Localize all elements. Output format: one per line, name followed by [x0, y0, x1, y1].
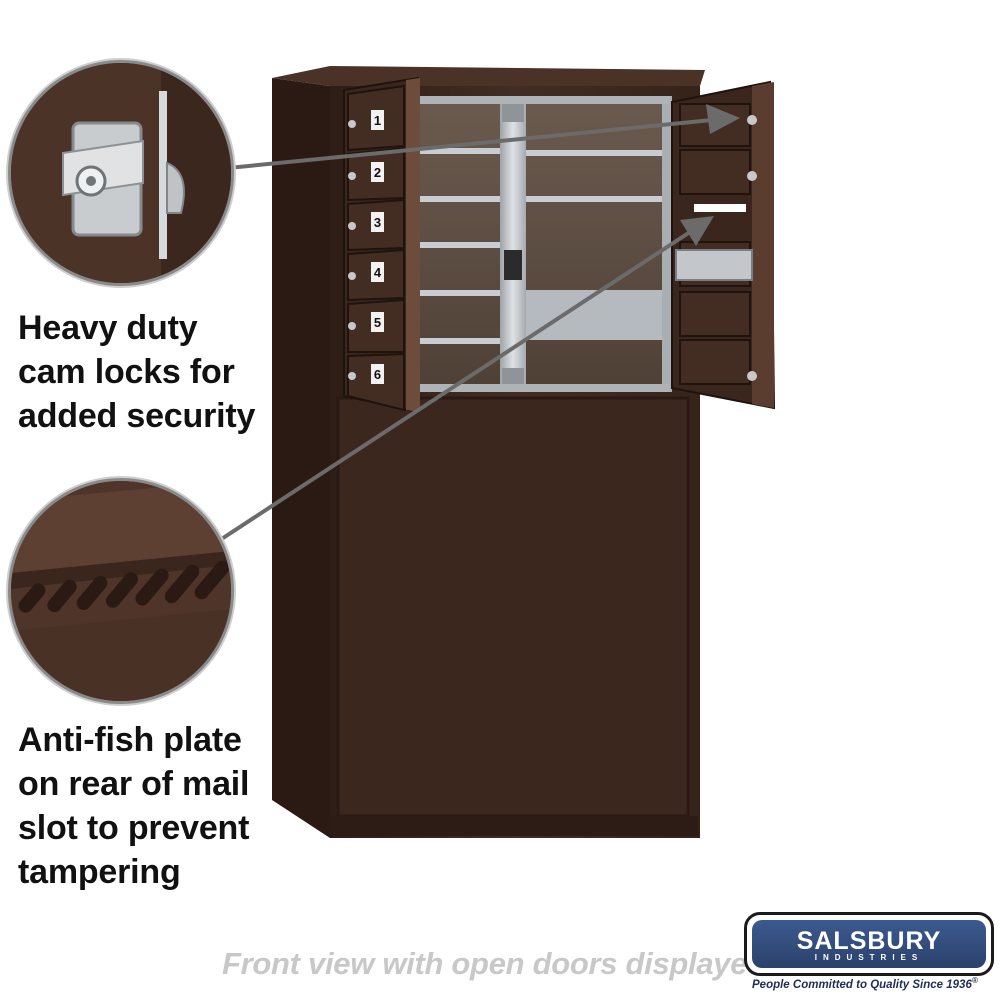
- logo-wordmark: SALSBURY: [796, 927, 942, 955]
- door-number-3: 3: [374, 215, 381, 230]
- cam-lock-callout: Heavy duty cam locks for added security: [18, 306, 258, 438]
- anti-fish-plate: [675, 249, 753, 281]
- anti-fish-callout: Anti-fish plate on rear of mail slot to …: [18, 718, 258, 894]
- door-number-4: 4: [374, 265, 382, 280]
- callout-line: cam locks for: [18, 353, 235, 391]
- salsbury-logo: SALSBURY INDUSTRIES: [744, 912, 994, 976]
- cam-lock-latch: [159, 91, 167, 259]
- door-number-6: 6: [374, 367, 381, 382]
- mail-slot-opening: [694, 204, 746, 212]
- mail-slot-plate: [526, 290, 662, 340]
- door-number-5: 5: [374, 315, 381, 330]
- tenant-doors: [347, 84, 405, 412]
- cabinet-side: [272, 78, 330, 838]
- door-number-1: 1: [374, 113, 381, 128]
- logo-tagline: People Committed to Quality Since 1936®: [752, 976, 978, 991]
- cam-lock-closeup: [8, 60, 234, 286]
- shelves: [420, 148, 666, 344]
- callout-line: Heavy duty: [18, 309, 198, 347]
- callout-line: on rear of mail: [18, 765, 250, 803]
- callout-line: slot to prevent: [18, 809, 250, 847]
- lock-dots: [348, 120, 356, 380]
- callout-line: added security: [18, 397, 256, 435]
- anti-fish-closeup: [8, 478, 234, 704]
- door-number-2: 2: [374, 165, 381, 180]
- lower-panel: [336, 396, 690, 818]
- registered-mark: ®: [971, 976, 978, 985]
- logo-subtitle: INDUSTRIES: [814, 953, 924, 962]
- callout-line: tampering: [18, 853, 181, 891]
- logo-badge: SALSBURY INDUSTRIES: [752, 920, 986, 968]
- pointer-arrows: [218, 104, 740, 542]
- callout-line: Anti-fish plate: [18, 721, 242, 759]
- anti-fish-slots: [18, 560, 230, 613]
- cabinet-top: [272, 66, 705, 86]
- image-caption: Front view with open doors displayed: [222, 946, 766, 981]
- number-plates: [371, 110, 384, 384]
- tagline-text: People Committed to Quality Since 1936: [752, 978, 972, 991]
